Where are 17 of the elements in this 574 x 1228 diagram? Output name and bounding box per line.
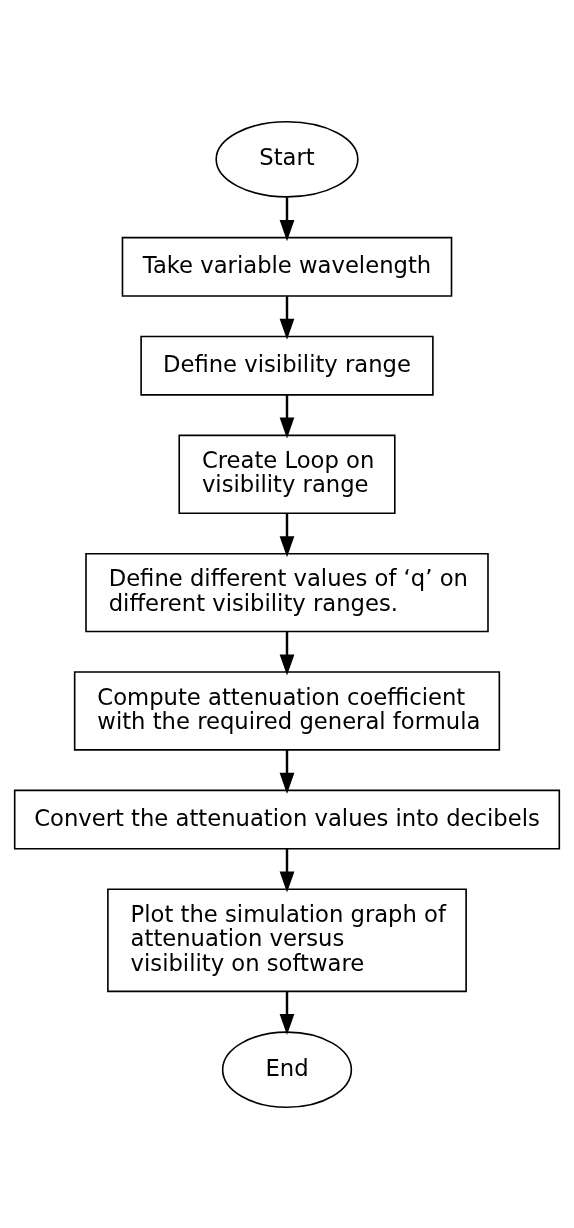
node-box: Define different values of ‘q’ on different visibility ranges. bbox=[85, 552, 489, 632]
node-box: Define visibility range bbox=[140, 335, 434, 396]
arrow bbox=[279, 513, 295, 557]
node-box: Create Loop on visibility range bbox=[178, 434, 396, 514]
node-box: Convert the attenuation values into decibels bbox=[13, 789, 561, 849]
node-box: Compute attenuation coefficient with the required general formula bbox=[73, 670, 501, 751]
arrow bbox=[279, 749, 295, 794]
node-ellipse: Start bbox=[215, 120, 359, 198]
node-box: Take variable wavelength bbox=[121, 236, 453, 297]
arrow bbox=[279, 631, 295, 676]
arrow bbox=[279, 295, 295, 340]
arrow bbox=[279, 991, 295, 1035]
node-ellipse: End bbox=[221, 1030, 353, 1108]
node-box: Plot the simulation graph of attenuation versus visibility on software bbox=[107, 887, 467, 992]
arrow bbox=[279, 394, 295, 439]
arrow bbox=[279, 196, 295, 241]
arrow bbox=[279, 848, 295, 893]
